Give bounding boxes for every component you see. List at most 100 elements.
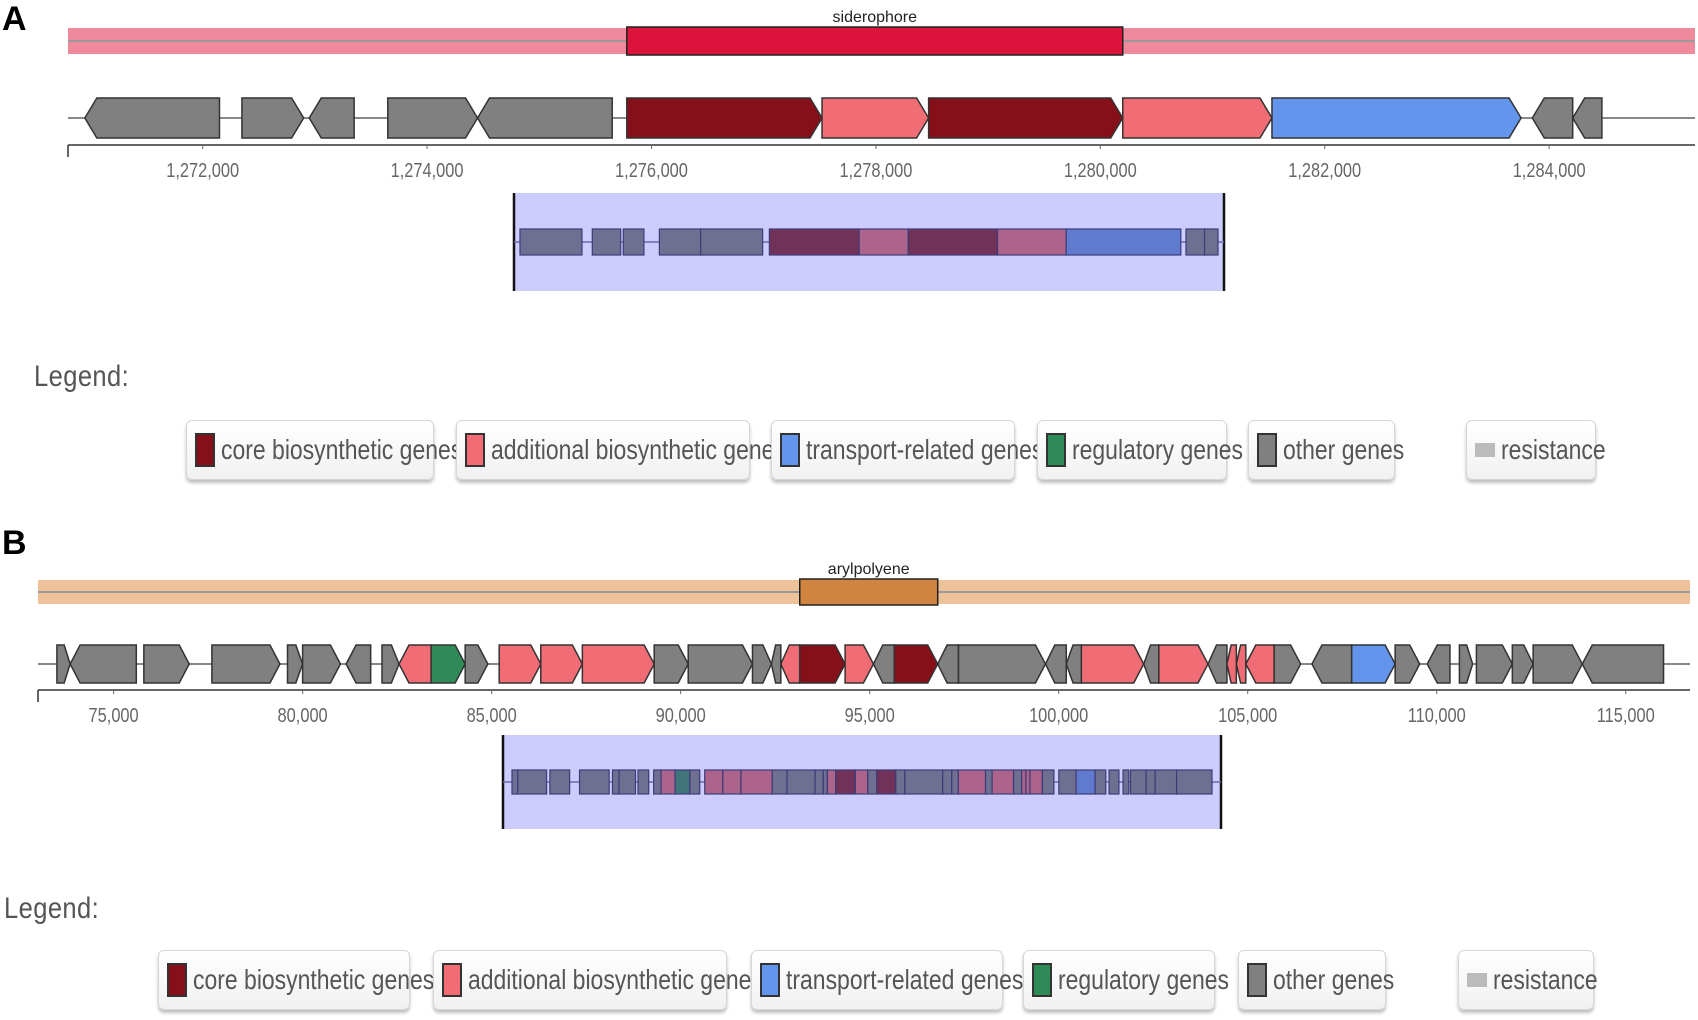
gene-arrow-additional	[498, 644, 542, 684]
gene-arrow-additional	[1226, 644, 1238, 684]
gene-arrow-other	[1311, 644, 1353, 684]
overview-gene-other	[814, 769, 824, 795]
tick-label: 95,000	[845, 703, 895, 726]
legend-resistance-label: resistance	[1493, 964, 1598, 995]
gene-arrow-other	[1511, 644, 1534, 684]
overview-gene-regulatory	[674, 769, 691, 795]
legend-regulatory-label: regulatory genes	[1058, 964, 1230, 995]
gene-arrow-other	[1065, 644, 1083, 684]
overview-gene-other	[1122, 769, 1130, 795]
tick-label: 1,282,000	[1288, 158, 1361, 181]
gene-arrow-other	[211, 644, 281, 684]
overview-gene-other	[611, 769, 620, 795]
legend-core-label: core biosynthetic genes	[193, 964, 435, 995]
gene-arrow-other	[1581, 644, 1665, 684]
legend-transport-label: transport-related genes	[806, 434, 1044, 465]
gene-arrow-transport	[1271, 97, 1522, 139]
core-swatch	[167, 963, 187, 997]
gene-arrow-additional	[844, 644, 875, 684]
gene-arrow-other	[301, 644, 342, 684]
tick-label: 100,000	[1029, 703, 1088, 726]
gene-arrow-other	[770, 644, 782, 684]
gene-arrow-other	[1531, 97, 1574, 139]
overview-gene-other	[984, 769, 993, 795]
legend-core-label: core biosynthetic genes	[221, 434, 463, 465]
gene-arrow-other	[1571, 97, 1603, 139]
legend-core-button[interactable]: core biosynthetic genes	[186, 420, 462, 480]
legend-resistance-button[interactable]: resistance	[1458, 950, 1598, 1010]
tick-label: 105,000	[1218, 703, 1277, 726]
tick-label: 115,000	[1597, 703, 1655, 726]
gene-arrow-other	[1532, 644, 1584, 684]
gene-arrow-core	[927, 97, 1124, 139]
region-label: siderophore	[833, 9, 918, 26]
tick-label: 1,272,000	[166, 158, 239, 181]
legend-transport-button[interactable]: transport-related genes	[771, 420, 1043, 480]
overview-gene-additional	[996, 228, 1067, 256]
gene-arrow-other	[381, 644, 400, 684]
gene-arrow-other	[476, 97, 613, 139]
overview-gene-additional	[858, 228, 909, 256]
legend-resistance-button[interactable]: resistance	[1466, 420, 1606, 480]
tick-label: 1,280,000	[1064, 158, 1137, 181]
overview-gene-transport	[1075, 769, 1096, 795]
overview-gene-core	[768, 228, 860, 256]
legend-transport-button[interactable]: transport-related genes	[751, 950, 1023, 1010]
gene-arrow-regulatory	[430, 644, 467, 684]
overview-gene-other	[591, 228, 622, 256]
gene-arrow-other	[69, 644, 138, 684]
overview-gene-additional	[826, 769, 837, 795]
gene-arrow-core	[798, 644, 846, 684]
legend-additional-button[interactable]: additional biosynthetic genes	[456, 420, 786, 480]
gene-arrow-other	[56, 644, 71, 684]
tick-label: 80,000	[278, 703, 328, 726]
overview-gene-additional	[722, 769, 742, 795]
gene-arrow-additional	[581, 644, 656, 684]
overview-gene-other	[1145, 769, 1156, 795]
gene-arrow-core	[626, 97, 823, 139]
legend-other-label: other genes	[1283, 434, 1405, 465]
legend-regulatory-button[interactable]: regulatory genes	[1023, 950, 1229, 1010]
gene-arrow-other	[1142, 644, 1160, 684]
overview-gene-other	[771, 769, 788, 795]
legend-transport-label: transport-related genes	[786, 964, 1024, 995]
gene-arrow-additional	[1080, 644, 1145, 684]
gene-arrow-additional	[821, 97, 930, 139]
tick-label: 1,278,000	[839, 158, 912, 181]
gene-arrow-additional	[398, 644, 432, 684]
legend-other-button[interactable]: other genes	[1238, 950, 1394, 1010]
overview-gene-other	[895, 769, 906, 795]
legend-additional-button[interactable]: additional biosynthetic genes	[433, 950, 763, 1010]
gene-arrow-other	[286, 644, 304, 684]
legend-core-button[interactable]: core biosynthetic genes	[158, 950, 434, 1010]
overview-gene-other	[1041, 769, 1055, 795]
overview-gene-other	[622, 228, 645, 256]
legend-regulatory-button[interactable]: regulatory genes	[1037, 420, 1243, 480]
overview-gene-additional	[704, 769, 724, 795]
gene-arrow-other	[936, 644, 960, 684]
overview-gene-other	[1175, 769, 1213, 795]
tick-label: 110,000	[1408, 703, 1466, 726]
legend-additional-label: additional biosynthetic genes	[491, 434, 786, 465]
tick-label: 1,274,000	[391, 158, 464, 181]
overview-gene-other	[1185, 228, 1206, 256]
gene-arrow-other	[1273, 644, 1302, 684]
legend-title: Legend:	[4, 892, 100, 925]
overview-gene-other	[1154, 769, 1178, 795]
transport-swatch	[780, 433, 800, 467]
gene-arrow-other	[1044, 644, 1067, 684]
legend-other-button[interactable]: other genes	[1248, 420, 1404, 480]
overview-gene-other	[1129, 769, 1147, 795]
overview-gene-core	[876, 769, 897, 795]
gene-arrow-other	[1394, 644, 1421, 684]
tick-label: 90,000	[656, 703, 706, 726]
gene-arrow-other	[241, 97, 305, 139]
legend-additional-label: additional biosynthetic genes	[468, 964, 763, 995]
additional-swatch	[442, 963, 462, 997]
gene-arrow-other	[687, 644, 754, 684]
gene-arrow-other	[1475, 644, 1514, 684]
overview-gene-other	[578, 769, 610, 795]
overview-gene-other	[653, 769, 662, 795]
